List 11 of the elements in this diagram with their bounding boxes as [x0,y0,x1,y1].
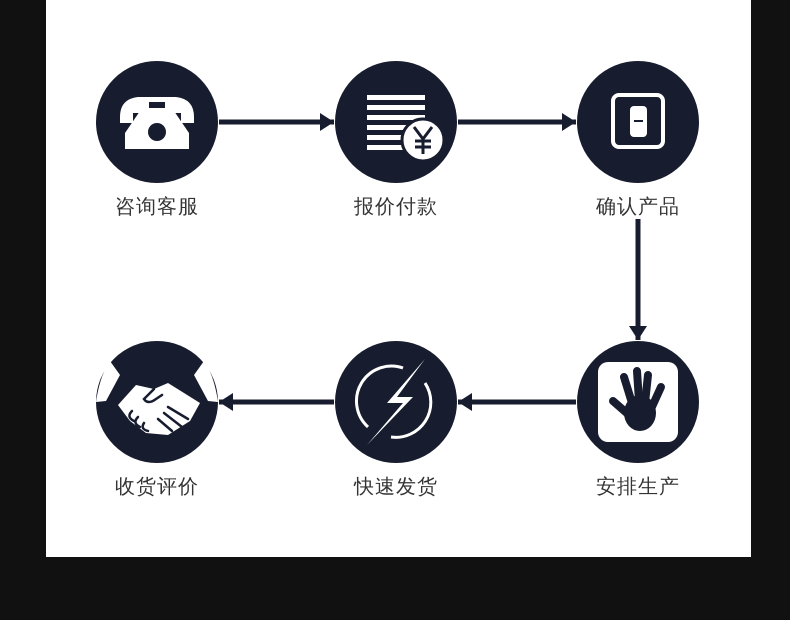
arrow [629,219,647,340]
arrow [458,113,576,131]
step-label: 收货评价 [115,474,199,498]
step-label: 报价付款 [354,194,438,218]
step-label: 确认产品 [596,194,680,218]
arrow [458,393,576,411]
arrow [219,113,334,131]
arrow [219,393,334,411]
step-label: 安排生产 [596,474,680,498]
step-label: 咨询客服 [115,194,199,218]
step-label: 快速发货 [354,474,438,498]
